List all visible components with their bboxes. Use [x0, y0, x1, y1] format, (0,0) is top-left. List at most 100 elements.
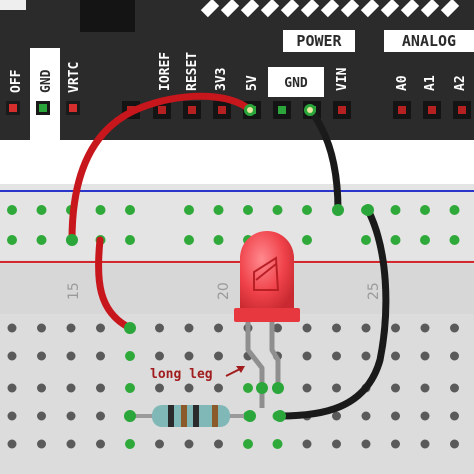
breadboard-hole — [450, 351, 459, 361]
breadboard-hole — [7, 383, 17, 393]
top-connector-marks — [200, 0, 460, 18]
breadboard-hole — [361, 411, 371, 421]
a0-label: A0 — [395, 75, 410, 91]
col-number-25: 25 — [366, 282, 382, 300]
breadboard-hole — [66, 439, 76, 449]
breadboard-hole — [273, 323, 282, 333]
breadboard-hole — [302, 351, 312, 361]
breadboard-hole — [184, 323, 194, 333]
breadboard-hole — [66, 383, 76, 393]
breadboard-hole — [450, 411, 459, 421]
breadboard-hole — [36, 205, 47, 215]
breadboard-hole — [96, 383, 105, 393]
breadboard-hole — [390, 235, 401, 245]
black-wire-gnd — [306, 106, 342, 214]
breadboard-hole — [7, 439, 17, 449]
breadboard-hole — [213, 205, 224, 215]
breadboard-hole — [155, 439, 164, 449]
breadboard-hole — [420, 235, 430, 245]
breadboard-hole — [272, 439, 283, 449]
a1-label: A1 — [423, 75, 438, 91]
breadboard-hole — [302, 323, 312, 333]
breadboard-hole — [361, 439, 371, 449]
long-leg-arrowhead — [236, 366, 245, 373]
wire-ends — [66, 104, 374, 422]
3v3-label: 3V3 — [214, 68, 229, 91]
gnd-left-label: GND — [39, 69, 54, 93]
breadboard-hole — [214, 323, 223, 333]
breadboard-hole — [155, 383, 164, 393]
analog-label: ANALOG — [402, 32, 456, 50]
led — [234, 231, 300, 408]
breadboard-hole — [302, 235, 312, 245]
breadboard-hole — [213, 235, 224, 245]
breadboard-hole — [66, 411, 76, 421]
wires — [68, 92, 390, 420]
breadboard-hole — [302, 439, 312, 449]
breadboard-hole — [7, 235, 17, 245]
col-number-15: 15 — [66, 282, 82, 300]
long-leg-label: long leg — [150, 367, 213, 382]
5v-label: 5V — [245, 75, 260, 91]
breadboard-hole — [361, 235, 371, 245]
vin-label: VIN — [335, 67, 350, 91]
breadboard-hole — [125, 235, 135, 245]
power-label: POWER — [296, 32, 342, 50]
led-flange — [234, 308, 300, 322]
breadboard-hole — [37, 411, 46, 421]
arduino-board: POWER ANALOG OFF GND VRTC IOREF RESET 3V… — [0, 0, 474, 140]
a2-label: A2 — [453, 75, 468, 91]
black-wire-led — [276, 206, 390, 420]
ioref-label: IOREF — [158, 52, 173, 91]
breadboard-hole — [272, 205, 283, 215]
breadboard-hole — [332, 383, 341, 393]
breadboard-hole — [450, 383, 459, 393]
off-label: OFF — [9, 69, 24, 93]
breadboard-hole — [332, 351, 341, 361]
breadboard-hole — [243, 205, 253, 215]
breadboard-hole — [37, 439, 46, 449]
center-strip — [0, 264, 474, 314]
reset-label: RESET — [185, 52, 200, 91]
breadboard-hole — [420, 351, 430, 361]
breadboard-hole — [449, 235, 460, 245]
breadboard-hole — [36, 235, 47, 245]
power-label-box — [283, 30, 355, 52]
chip — [80, 0, 135, 32]
led-leg-short — [269, 320, 281, 384]
breadboard-hole — [450, 323, 459, 333]
breadboard-hole — [7, 205, 17, 215]
breadboard-hole — [37, 383, 46, 393]
breadboard-hole — [243, 439, 253, 449]
breadboard-hole — [184, 205, 194, 215]
breadboard-hole — [96, 411, 105, 421]
analog-label-box — [384, 30, 474, 52]
breadboard-hole — [214, 439, 223, 449]
breadboard-hole — [391, 323, 400, 333]
breadboard-hole — [391, 351, 400, 361]
breadboard-hole — [125, 383, 135, 393]
long-leg-annotation: long leg — [150, 366, 245, 382]
breadboard-hole — [391, 439, 400, 449]
breadboard-hole — [37, 323, 46, 333]
breadboard-hole — [214, 351, 223, 361]
breadboard-hole — [449, 205, 460, 215]
breadboard-hole — [302, 205, 312, 215]
breadboard-hole — [420, 205, 430, 215]
breadboard-hole — [332, 411, 341, 421]
gnd-header-box — [268, 67, 324, 97]
breadboard-hole — [125, 439, 135, 449]
breadboard-hole — [390, 205, 401, 215]
breadboard-hole — [125, 205, 135, 215]
breadboard-hole — [420, 383, 430, 393]
red-wire-5v — [68, 92, 254, 244]
corner-mark — [0, 0, 26, 10]
breadboard-hole — [332, 323, 341, 333]
breadboard-hole — [243, 383, 253, 393]
breadboard-hole — [155, 323, 164, 333]
breadboard-hole — [95, 205, 106, 215]
breadboard: 15 20 25 — [0, 140, 474, 474]
resistor — [130, 405, 250, 427]
breadboard-hole — [332, 439, 341, 449]
breadboard-hole — [214, 383, 223, 393]
